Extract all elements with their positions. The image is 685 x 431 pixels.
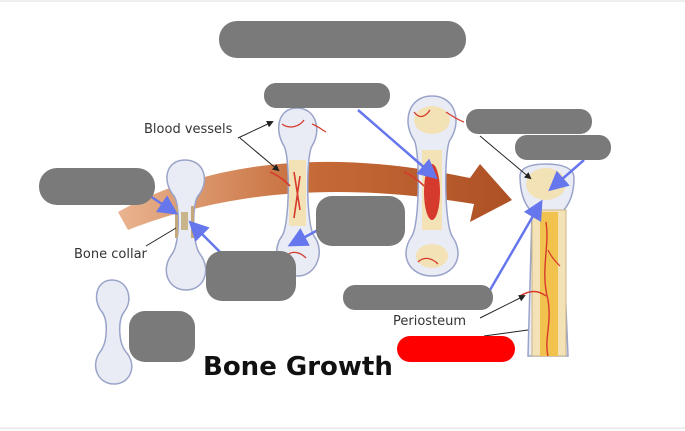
- hidden-label-medullary-cavity-mask[interactable]: [316, 196, 405, 246]
- hidden-label-calcified-cartilage-mask[interactable]: [206, 251, 296, 301]
- bone-collar-label: Bone collar: [74, 247, 147, 262]
- hidden-label-epiphyseal-plate-mask[interactable]: [343, 285, 493, 310]
- hidden-label-primary-center-mask[interactable]: [264, 83, 390, 108]
- hidden-label-articular-cartilage-mask[interactable]: [515, 135, 611, 160]
- black-pointers: [145, 120, 532, 337]
- hidden-label-hyaline-cartilage-mask[interactable]: [39, 168, 155, 205]
- blue-pointers: [149, 109, 585, 291]
- blood-vessels-label: Blood vessels: [144, 122, 233, 137]
- hidden-label-cartilage-model-mask[interactable]: [129, 311, 195, 362]
- cartilage-model-bone: [94, 279, 133, 385]
- hidden-label-epiphysis-mask[interactable]: [466, 109, 592, 134]
- diagram-title: Bone Growth: [203, 352, 393, 382]
- bone-collar-bone: [165, 159, 207, 291]
- top-border: [0, 0, 685, 2]
- bottom-border: [0, 427, 685, 429]
- growth-arrow: [118, 161, 512, 230]
- highlighted-label-mask[interactable]: [397, 336, 515, 362]
- hidden-label-title-mask[interactable]: [219, 21, 466, 58]
- mature-long-bone: [519, 163, 575, 357]
- periosteum-label: Periosteum: [393, 314, 467, 329]
